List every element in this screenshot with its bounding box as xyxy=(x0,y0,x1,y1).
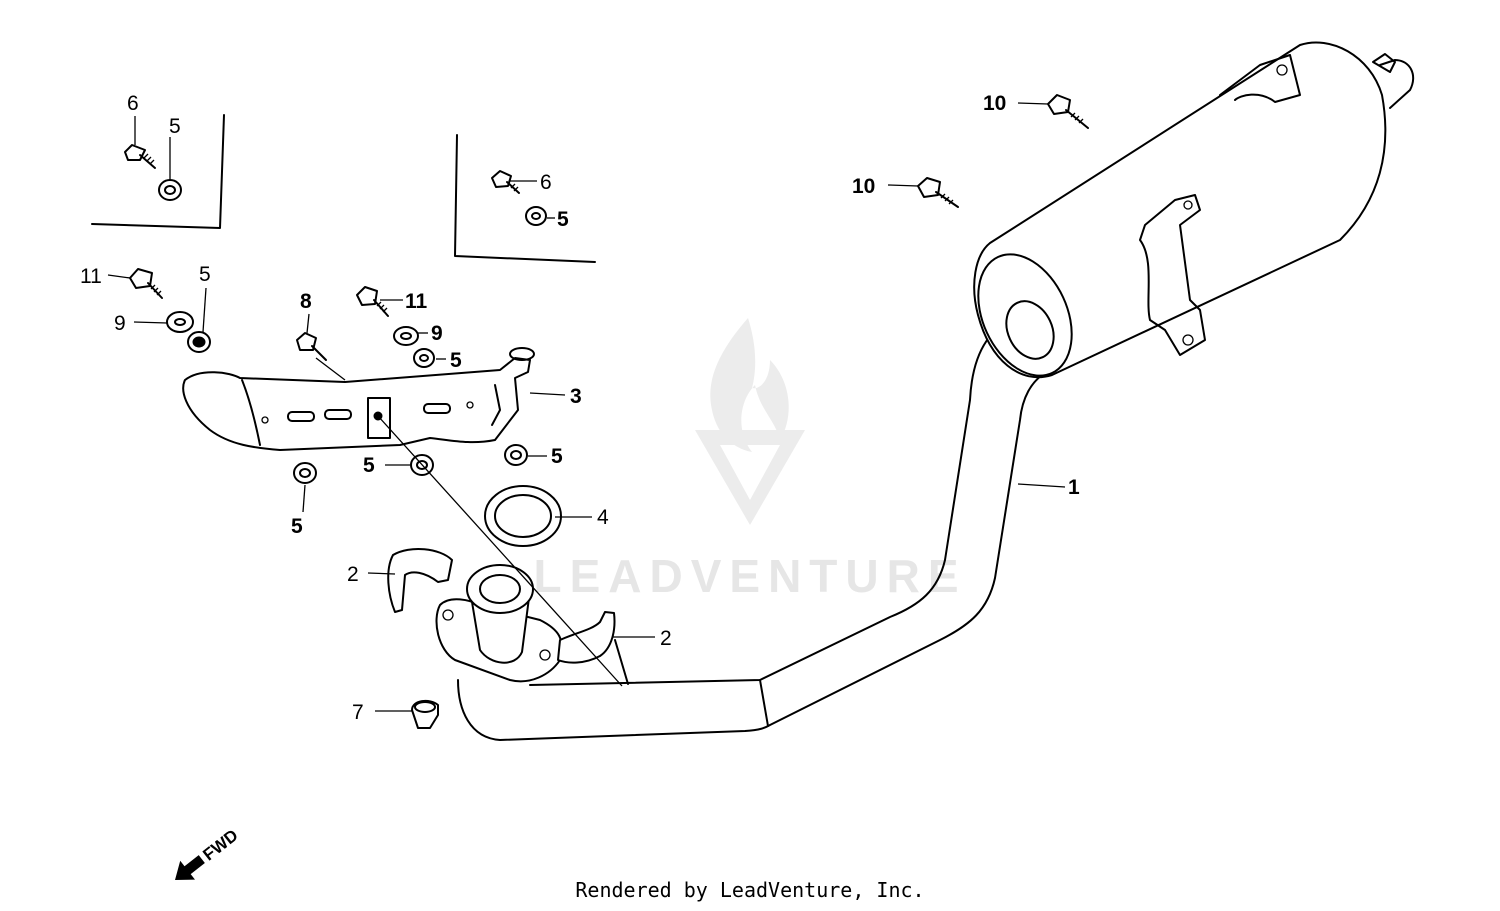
callout-2-right: 2 xyxy=(660,627,672,650)
callout-10-bottom: 10 xyxy=(852,175,875,198)
callout-7: 7 xyxy=(352,701,364,724)
nut-5-left-bottom xyxy=(293,462,317,484)
washer-9-center xyxy=(393,326,419,346)
callout-5-right-bottom: 5 xyxy=(551,445,563,468)
callout-4: 4 xyxy=(597,506,609,529)
footer-credit: Rendered by LeadVenture, Inc. xyxy=(575,878,925,902)
exhaust-flange xyxy=(435,564,563,683)
callout-5-left-bottom: 5 xyxy=(291,515,303,538)
callout-1: 1 xyxy=(1068,476,1080,499)
callout-11-center: 11 xyxy=(405,290,428,313)
callout-9-left: 9 xyxy=(114,312,126,335)
bolt-11-center xyxy=(356,286,389,317)
muffler xyxy=(973,41,1415,379)
callout-5-right-top: 5 xyxy=(557,208,569,231)
inset-frame-right xyxy=(454,134,596,263)
nut-5-right-bottom xyxy=(504,444,528,466)
collar-left xyxy=(387,548,453,613)
bolt-10-top xyxy=(1047,94,1089,129)
bolt-6-right xyxy=(491,170,520,194)
watermark-text: LEADVENTURE xyxy=(533,550,966,602)
forward-label: FWD xyxy=(199,826,241,865)
leader-lines xyxy=(107,102,1066,712)
callout-10-top: 10 xyxy=(983,92,1006,115)
callout-6-left: 6 xyxy=(127,92,139,115)
forward-arrow-icon xyxy=(175,855,205,880)
callout-2-left: 2 xyxy=(347,563,359,586)
nut-5-right-top xyxy=(525,206,547,226)
heat-shield xyxy=(182,347,535,451)
callout-5-center-bottom: 5 xyxy=(363,454,375,477)
washer-9-left xyxy=(166,311,194,333)
inset-frame-left xyxy=(91,114,225,229)
nut-5-center-top xyxy=(413,348,435,368)
bolt-11-left xyxy=(129,268,163,299)
nut-5-left-mid xyxy=(187,331,211,353)
callout-9-center: 9 xyxy=(431,322,443,345)
callouts: 1 2 2 3 4 5 5 5 5 5 5 5 6 6 7 8 9 9 10 1… xyxy=(80,92,1080,724)
callout-5-center-top: 5 xyxy=(450,349,462,372)
bolt-10-bottom xyxy=(917,177,959,208)
callout-11-left: 11 xyxy=(80,265,102,288)
callout-3: 3 xyxy=(570,385,582,408)
bolt-8 xyxy=(296,332,327,361)
nut-5-left-top xyxy=(158,179,182,201)
callout-5-left-top: 5 xyxy=(169,115,181,138)
watermark: LEADVENTURE xyxy=(533,318,966,602)
callout-8: 8 xyxy=(300,290,312,313)
gasket xyxy=(484,485,562,547)
cap-nut-7 xyxy=(411,699,439,729)
collar-right xyxy=(557,611,616,664)
bolt-6-left xyxy=(124,144,156,169)
callout-6-right: 6 xyxy=(540,171,552,194)
callout-5-left-mid: 5 xyxy=(199,263,211,286)
